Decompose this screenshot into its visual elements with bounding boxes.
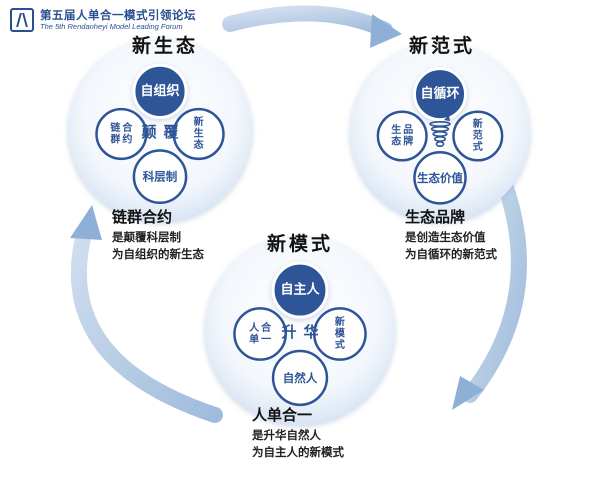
caption-line-1: 是颠覆科层制 [111,230,181,244]
caption-line-2: 为自组织的新生态 [112,247,204,261]
node-top-label: 自循环 [420,86,459,102]
caption-line-2: 为自主人的新模式 [252,445,344,459]
node-right-label: 新范式 [473,117,483,153]
node-left [233,307,288,361]
cluster-title: 新模式 [267,232,333,255]
svg-text:模: 模 [335,327,346,340]
node-bottom [413,151,467,205]
svg-text:群: 群 [110,132,120,145]
forum-title-cn: 第五届人单合一模式引领论坛 [40,8,196,22]
spiral-icon [429,115,451,148]
svg-text:人: 人 [249,321,260,334]
svg-text:合: 合 [121,121,133,134]
svg-text:范: 范 [473,129,483,142]
node-bottom-label: 生态价值 [417,171,463,185]
center-word-a: 颠 [140,123,156,141]
node-bottom [132,149,188,204]
svg-text:新: 新 [473,117,483,130]
svg-text:新: 新 [335,315,345,328]
cluster-title: 新范式 [409,34,475,57]
node-left-label-b: 合一 [260,321,272,346]
node-top [412,67,468,122]
cluster-disc [68,38,252,222]
cluster-disc [205,235,395,425]
center-word-b: 华 [303,323,318,341]
node-left-label-a: 生态 [391,123,401,148]
svg-text:式: 式 [473,140,483,153]
node-right [313,307,367,361]
svg-text:一: 一 [261,334,271,345]
svg-text:链: 链 [109,121,121,134]
caption-line-2: 为自循环的新范式 [405,247,497,261]
node-right-label: 新模式 [335,315,346,351]
cluster-model: 新模式自主人人单合一新模式自然人升华人单合一是升华自然人为自主人的新模式 [205,232,395,459]
node-left [95,107,148,161]
svg-text:生: 生 [194,127,204,140]
cluster-title: 新生态 [132,34,198,57]
svg-text:式: 式 [335,338,345,351]
caption-line-1: 是升华自然人 [251,428,321,442]
center-word-a: 升 [281,323,296,341]
svg-text:生: 生 [391,123,401,136]
arrow-model-to-ecology-head [70,205,102,240]
node-bottom-label: 科层制 [143,170,178,184]
arrow-ecology-to-paradigm-head [370,14,402,48]
node-bottom-label: 自然人 [283,371,318,385]
node-right [172,107,225,161]
svg-text:态: 态 [194,138,204,151]
node-top-label: 自主人 [280,282,320,298]
arrow-paradigm-to-model-head [452,376,484,410]
node-left-label-b: 合约 [121,121,133,146]
svg-text:新: 新 [194,115,204,128]
svg-text:合: 合 [260,321,272,334]
center-word-b: 覆 [163,123,179,141]
node-right [452,110,504,162]
caption-title: 生态品牌 [405,208,465,226]
caption-title: 链群合约 [112,208,172,226]
svg-text:约: 约 [122,132,132,145]
forum-logo [10,8,34,32]
node-top [132,63,188,119]
node-left-label-a: 人单 [249,321,260,346]
svg-text:态: 态 [391,134,401,147]
caption-title: 人单合一 [252,406,312,424]
svg-text:牌: 牌 [403,134,413,147]
node-left-label-a: 链群 [109,121,121,146]
node-left [376,110,428,162]
svg-text:单: 单 [249,332,259,345]
cycle-arrows [70,5,527,423]
arrow-ecology-to-paradigm [222,5,393,38]
arrow-paradigm-to-model [462,177,527,403]
forum-title-en: The 5th Rendanheyi Model Leading Forum [40,22,183,31]
node-right-label: 新生态 [194,115,204,151]
node-top-label: 自组织 [140,83,179,99]
svg-text:品: 品 [403,124,413,136]
arrow-model-to-ecology [70,222,223,423]
cluster-ecology: 新生态自组织链群合约新生态科层制颠覆链群合约是颠覆科层制为自组织的新生态 [68,34,252,261]
node-bottom [271,349,329,407]
node-left-label-b: 品牌 [403,124,413,148]
node-top [271,261,329,319]
caption-line-1: 是创造生态价值 [404,230,486,244]
